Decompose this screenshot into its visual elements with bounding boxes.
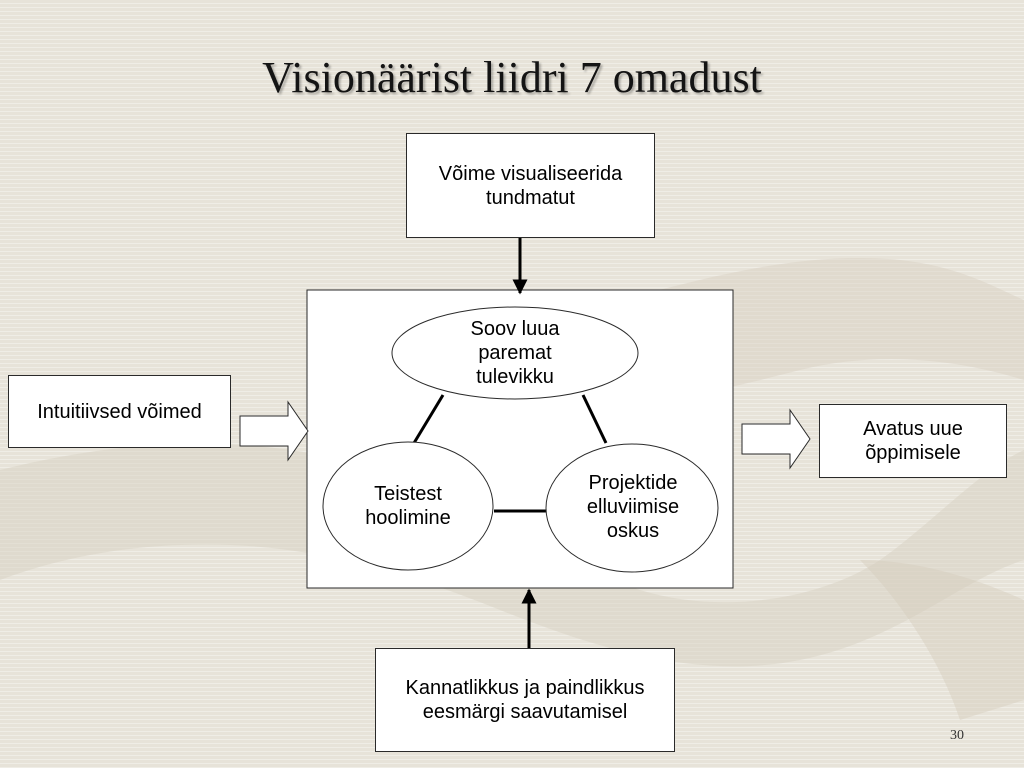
page-number: 30 xyxy=(950,728,964,743)
ellipse-right xyxy=(545,443,719,573)
box-right-label: Avatus uue õppimisele xyxy=(863,418,963,464)
box-right: Avatus uue õppimisele xyxy=(819,404,1007,478)
connector-top-left xyxy=(412,394,445,444)
block-arrow-left xyxy=(239,400,309,462)
box-bottom-label: Kannatlikkus ja paindlikkus eesmärgi saa… xyxy=(405,677,645,723)
ellipse-left xyxy=(322,441,494,571)
connector-top-right xyxy=(581,394,608,444)
slide-title: Visionäärist liidri 7 omadust xyxy=(262,53,762,102)
ellipse-top-label: Soov luua paremat tulevikku xyxy=(470,318,560,388)
box-bottom: Kannatlikkus ja paindlikkus eesmärgi saa… xyxy=(375,648,675,752)
ellipse-top xyxy=(391,306,639,400)
box-top-label: Võime visualiseerida tundmatut xyxy=(438,162,623,209)
block-arrow-right xyxy=(741,408,811,470)
ellipse-left-label: Teistest hoolimine xyxy=(365,483,451,529)
box-top: Võime visualiseerida tundmatut xyxy=(406,133,655,238)
box-left-label: Intuitiivsed võimed xyxy=(37,400,202,423)
ellipse-right-label: Projektide elluviimise oskus xyxy=(586,472,680,542)
box-left: Intuitiivsed võimed xyxy=(8,375,231,448)
